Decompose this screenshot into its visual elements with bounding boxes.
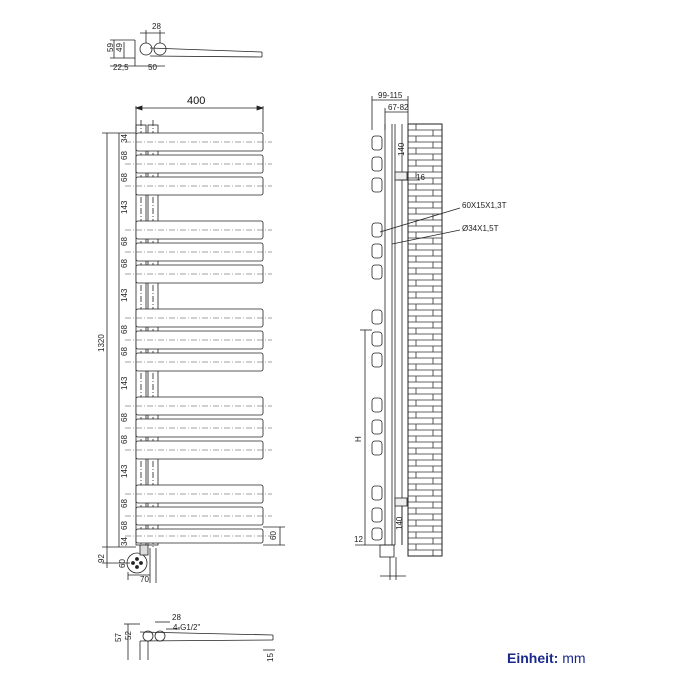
spacing-15: 34 bbox=[120, 537, 129, 546]
spacing-14: 68 bbox=[120, 521, 129, 530]
thread-label: 4-G1/2" bbox=[173, 623, 200, 632]
dim-22-5: 22,5 bbox=[113, 63, 129, 72]
dim-60-bottom: 60 bbox=[118, 559, 127, 568]
dim-57: 57 bbox=[114, 633, 123, 642]
dim-67-82: 67-82 bbox=[388, 103, 409, 112]
bottom-view: 28 4-G1/2" 57 52 15 bbox=[114, 613, 275, 662]
spacing-0: 34 bbox=[120, 134, 129, 143]
spacing-1: 68 bbox=[120, 151, 129, 160]
spacing-5: 68 bbox=[120, 259, 129, 268]
dim-70: 70 bbox=[140, 575, 149, 584]
unit-value: mm bbox=[562, 650, 586, 666]
side-view: 99-115 67-82 bbox=[354, 91, 507, 580]
profile-tube-label: Ø34X1,5T bbox=[462, 224, 499, 233]
spacing-10: 68 bbox=[120, 413, 129, 422]
spacing-4: 68 bbox=[120, 237, 129, 246]
dim-28-top: 28 bbox=[152, 22, 161, 31]
spacing-2: 68 bbox=[120, 173, 129, 182]
dim-28-bottom: 28 bbox=[172, 613, 181, 622]
dim-99-115: 99-115 bbox=[378, 91, 403, 100]
dim-52: 52 bbox=[124, 631, 133, 640]
dim-59: 59 bbox=[106, 43, 115, 52]
dim-15: 15 bbox=[266, 653, 275, 662]
unit-label: Einheit: bbox=[507, 650, 559, 666]
spacing-9: 143 bbox=[120, 376, 129, 390]
spacing-8: 68 bbox=[120, 347, 129, 356]
spacing-7: 68 bbox=[120, 325, 129, 334]
spacing-13: 68 bbox=[120, 499, 129, 508]
dim-50: 50 bbox=[148, 63, 157, 72]
dim-12: 12 bbox=[354, 535, 363, 544]
unit-legend: Einheit: mm bbox=[507, 650, 586, 666]
dim-h: H bbox=[354, 436, 363, 442]
dim-140-top: 140 bbox=[397, 142, 406, 156]
spacing-12: 143 bbox=[120, 464, 129, 478]
dim-92: 92 bbox=[97, 554, 106, 563]
spacing-11: 68 bbox=[120, 435, 129, 444]
brick-wall bbox=[407, 123, 443, 557]
dim-60-right: 60 bbox=[269, 531, 278, 540]
dim-49: 49 bbox=[115, 43, 124, 52]
spacing-6: 143 bbox=[120, 288, 129, 302]
dim-16: 16 bbox=[416, 173, 425, 182]
dim-height-1320: 1320 bbox=[97, 334, 106, 352]
profile-bar-label: 60X15X1,3T bbox=[462, 201, 507, 210]
front-view: 400 1320 92 bbox=[97, 95, 285, 584]
top-view bbox=[110, 30, 263, 67]
spacing-3: 143 bbox=[120, 200, 129, 214]
dim-140-bottom: 140 bbox=[395, 516, 404, 530]
dim-width-400: 400 bbox=[187, 95, 205, 107]
